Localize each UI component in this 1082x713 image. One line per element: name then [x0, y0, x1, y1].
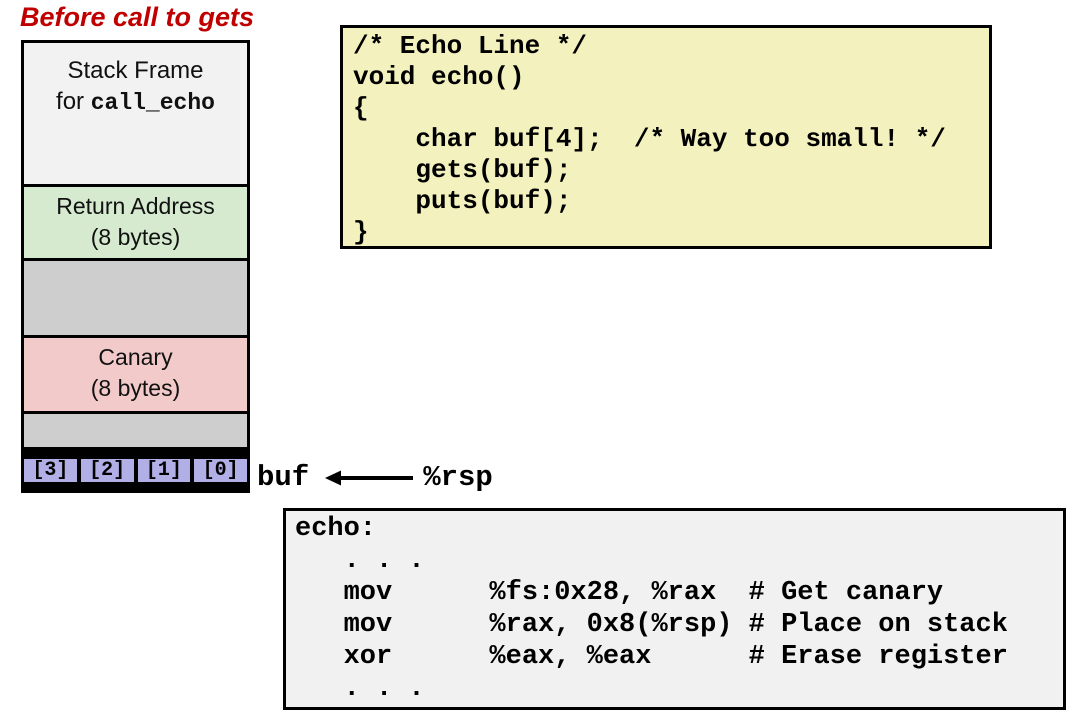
- asm-code-line: echo:: [295, 514, 377, 544]
- asm-code-line: . . .: [295, 674, 425, 704]
- rsp-label: %rsp: [423, 460, 493, 494]
- buf-byte-cell-0: [0]: [190, 458, 247, 482]
- asm-code-box: echo: . . . mov %fs:0x28, %rax # Get can…: [283, 508, 1066, 710]
- buf-byte-cell-2: [2]: [76, 458, 134, 482]
- asm-code-line: mov %rax, 0x8(%rsp) # Place on stack: [295, 610, 1008, 640]
- buf-byte-cell-3: [3]: [24, 458, 77, 482]
- asm-code-line: xor %eax, %eax # Erase register: [295, 642, 1008, 672]
- c-code-line: void echo(): [353, 62, 525, 92]
- stack-diagram: Stack Frame for call_echo Return Address…: [21, 40, 250, 493]
- asm-code-line: mov %fs:0x28, %rax # Get canary: [295, 578, 944, 608]
- asm-code-line: . . .: [295, 546, 425, 576]
- stack-section-caller-frame: Stack Frame for call_echo: [24, 43, 247, 187]
- c-code-box: /* Echo Line */void echo(){ char buf[4];…: [340, 25, 992, 249]
- left-arrow-icon: [325, 470, 414, 486]
- stack-section-return-address: Return Address (8 bytes): [24, 187, 247, 261]
- c-code-line: gets(buf);: [353, 155, 572, 185]
- canary-size-label: (8 bytes): [90, 375, 181, 401]
- c-code: /* Echo Line */void echo(){ char buf[4];…: [353, 31, 989, 248]
- c-code-line: }: [353, 217, 369, 247]
- stack-section-unused-upper: [24, 261, 247, 338]
- c-code-line: /* Echo Line */: [353, 31, 588, 61]
- canary-label: Canary: [98, 344, 173, 370]
- asm-code: echo: . . . mov %fs:0x28, %rax # Get can…: [295, 513, 1063, 705]
- slide-title: Before call to gets: [20, 2, 255, 32]
- stack-section-unused-lower: [24, 414, 247, 450]
- c-code-line: puts(buf);: [353, 186, 572, 216]
- caller-frame-label-line1: Stack Frame: [67, 57, 204, 84]
- c-code-line: char buf[4]; /* Way too small! */: [353, 124, 946, 154]
- caller-frame-label-prefix: for: [56, 88, 91, 115]
- return-address-label: Return Address: [56, 193, 215, 219]
- caller-frame-function-name: call_echo: [90, 90, 215, 116]
- buf-label: buf: [257, 460, 310, 494]
- buf-rsp-annotation: buf %rsp: [257, 458, 493, 496]
- stack-section-canary: Canary (8 bytes): [24, 338, 247, 414]
- caller-frame-label-line2: for call_echo: [56, 86, 215, 119]
- stack-section-buf-row: [3] [2] [1] [0]: [24, 450, 247, 490]
- buf-byte-cell-1: [1]: [133, 458, 191, 482]
- return-address-size-label: (8 bytes): [90, 224, 181, 250]
- c-code-line: {: [353, 93, 369, 123]
